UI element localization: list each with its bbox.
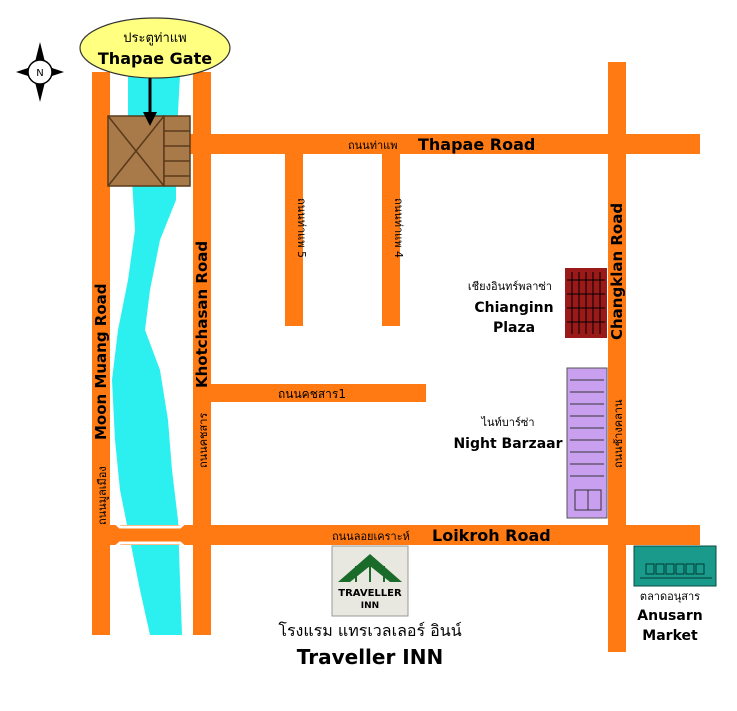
river <box>112 75 182 635</box>
anusarn-line2: Market <box>642 628 698 644</box>
thapae-road-thai: ถนนท่าแพ <box>348 139 397 152</box>
callout-thai: ประตูท่าแพ <box>123 31 186 46</box>
thapae-road-english: Thapae Road <box>418 135 535 154</box>
road-moon-muang <box>92 72 110 635</box>
road-thapae5 <box>285 152 303 326</box>
anusarn-thai: ตลาดอนุสาร <box>640 590 700 603</box>
changklan-road-english: Changklan Road <box>608 203 626 340</box>
callout-english: Thapae Gate <box>98 49 212 68</box>
chianginn-line2: Plaza <box>493 320 535 336</box>
bridge <box>111 518 189 552</box>
traveller-english: Traveller INN <box>297 645 443 669</box>
khotchasan-road-english: Khotchasan Road <box>193 241 211 388</box>
road-khotchasan <box>193 72 211 635</box>
anusarn-line1: Anusarn <box>637 608 702 624</box>
moon-muang-road-thai: ถนนมูลเมือง <box>96 466 109 525</box>
traveller-inn-logo: TRAVELLER INN <box>331 545 409 617</box>
traveller-thai: โรงแรม แทรเวลเลอร์ อินน์ <box>278 621 461 640</box>
traveller-logo-text-2: INN <box>361 601 379 611</box>
chianginn-building-icon <box>565 268 607 338</box>
road-thapae <box>190 134 700 154</box>
road-loikroh <box>190 525 700 545</box>
loikroh-road-thai: ถนนลอยเคราะห์ <box>332 530 410 543</box>
khotchasan-road-thai: ถนนคชสาร <box>197 413 210 468</box>
thapae5-road-thai: ถนนท่าแพ 5 <box>295 198 308 258</box>
traveller-logo-text-1: TRAVELLER <box>338 588 402 599</box>
road-changklan <box>608 62 626 652</box>
moon-muang-road-english: Moon Muang Road <box>92 283 110 440</box>
callout-arrow-head <box>143 112 157 126</box>
night-barzaar-english: Night Barzaar <box>453 436 562 452</box>
night-barzaar-thai: ไนท์บาร์ซ่า <box>480 416 534 429</box>
loikroh-road-english: Loikroh Road <box>432 526 551 545</box>
compass-icon: N <box>16 42 64 102</box>
chianginn-line1: Chianginn <box>474 300 553 316</box>
anusarn-market-building-icon <box>633 545 717 587</box>
road-thapae4 <box>382 152 400 326</box>
chianginn-thai: เชียงอินทร์พลาซ่า <box>468 280 552 293</box>
thapae-gate-callout <box>79 17 231 79</box>
night-barzaar-building-icon <box>566 367 608 519</box>
changklan-road-thai: ถนนช้างคลาน <box>612 399 625 468</box>
compass-letter: N <box>36 68 43 79</box>
thapae4-road-thai: ถนนท่าแพ 4 <box>392 198 405 258</box>
roads <box>92 62 700 652</box>
road-kotchasan1 <box>210 384 426 402</box>
road-loikroh-west <box>92 525 212 545</box>
kotchasan1-road-thai: ถนนคชสาร1 <box>278 387 346 401</box>
thapae-gate <box>107 115 191 187</box>
